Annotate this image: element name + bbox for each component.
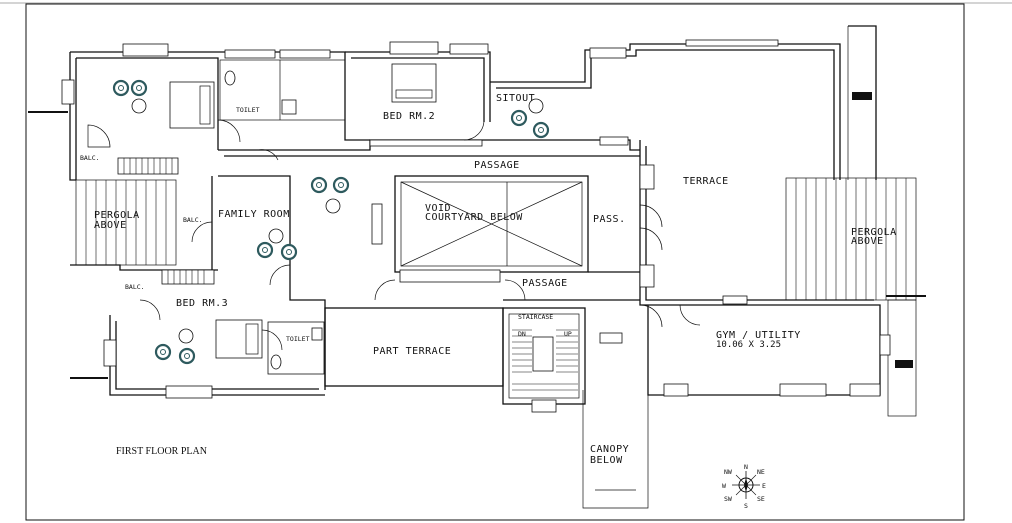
window-units bbox=[61, 39, 891, 413]
door-swings bbox=[87, 119, 701, 351]
label-canopy-1: CANOPY bbox=[590, 444, 629, 455]
label-passage-top: PASSAGE bbox=[474, 160, 520, 171]
label-toilet-1: TOILET bbox=[236, 106, 260, 114]
label-sitout: SITOUT bbox=[496, 93, 535, 104]
label-passage-mid: PASSAGE bbox=[522, 278, 568, 289]
label-balc-1: BALC. bbox=[80, 154, 100, 162]
label-pergola-left-2: ABOVE bbox=[94, 220, 127, 231]
pergola-right bbox=[785, 177, 917, 301]
label-bed-rm-2: BED RM.2 bbox=[383, 111, 435, 122]
potted-plants bbox=[112, 79, 550, 365]
label-family-room: FAMILY ROOM bbox=[218, 209, 290, 220]
label-bed-rm-3: BED RM.3 bbox=[176, 298, 228, 309]
label-pergola-left-1: PERGOLA bbox=[94, 210, 140, 221]
sheet-border bbox=[25, 3, 965, 521]
compass-sw: SW bbox=[724, 495, 732, 503]
compass-e: E bbox=[762, 482, 766, 490]
label-void-2: COURTYARD BELOW bbox=[425, 212, 523, 223]
compass-se: SE bbox=[757, 495, 765, 503]
label-staircase: STAIRCASE bbox=[518, 313, 553, 321]
label-dn: DN bbox=[518, 330, 526, 338]
label-toilet-2: TOILET bbox=[286, 335, 310, 343]
void-cross bbox=[400, 181, 583, 267]
label-part-terrace: PART TERRACE bbox=[373, 346, 451, 357]
pergola-left bbox=[75, 179, 177, 266]
label-gym-utility: GYM / UTILITY bbox=[716, 330, 801, 341]
label-canopy-2: BELOW bbox=[590, 455, 623, 466]
compass-w: W bbox=[722, 482, 726, 490]
label-gym-size: 10.06 X 3.25 bbox=[716, 340, 781, 350]
label-terrace: TERRACE bbox=[683, 176, 729, 187]
bed-furniture bbox=[169, 63, 437, 359]
compass-nw: NW bbox=[724, 468, 732, 476]
label-pergola-right-2: ABOVE bbox=[851, 236, 884, 247]
label-pergola-right-1: PERGOLA bbox=[851, 227, 897, 238]
balcony-railings bbox=[117, 139, 483, 285]
label-pass: PASS. bbox=[593, 214, 626, 225]
room-labels: SITOUT TOILET BED RM.2 PASSAGE TERRACE B… bbox=[80, 93, 897, 466]
compass-s: S bbox=[744, 502, 748, 510]
stair-treads bbox=[512, 329, 578, 391]
label-balc-2: BALC. bbox=[183, 216, 203, 224]
drawing-title: FIRST FLOOR PLAN bbox=[116, 446, 207, 457]
toilet-fixtures bbox=[219, 59, 346, 375]
label-void-1: VOID bbox=[425, 203, 451, 214]
compass-n: N bbox=[744, 463, 748, 471]
compass-ne: NE bbox=[757, 468, 765, 476]
north-arrow-compass: N NE E SE S SW W NW bbox=[722, 463, 766, 510]
label-up: UP bbox=[564, 330, 572, 338]
external-fittings bbox=[28, 92, 926, 379]
label-balc-3: BALC. bbox=[125, 283, 145, 291]
